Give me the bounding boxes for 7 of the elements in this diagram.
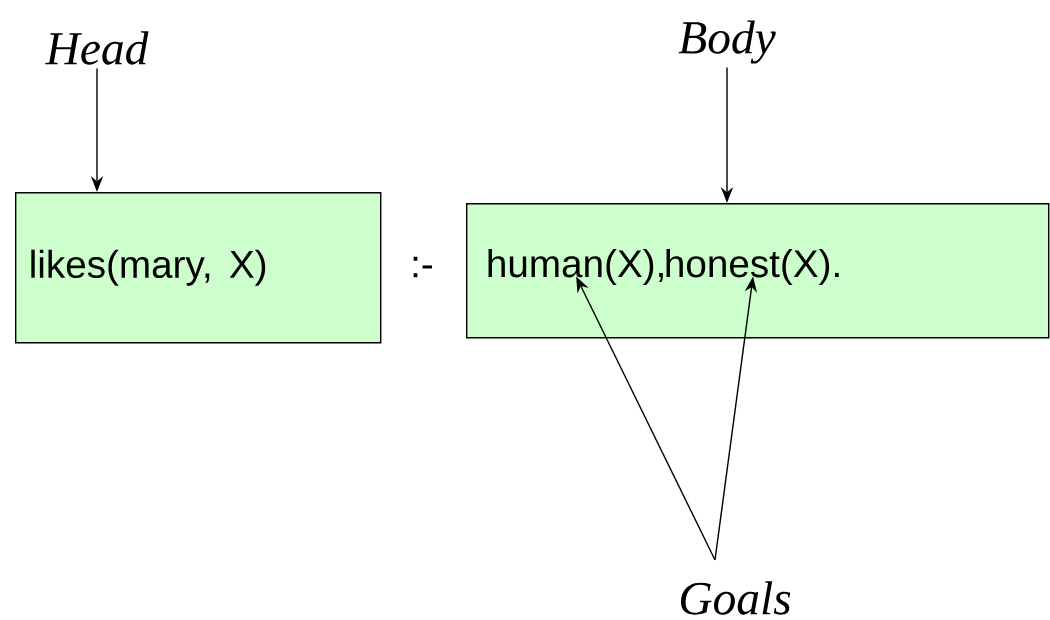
clause-text: honest(X). [666,249,839,285]
caption-text: Head [45,31,149,65]
clause-box: likes(mary, X) [15,192,382,344]
caption-text: Goals [680,581,791,615]
clause-box [466,203,1050,339]
caption-text: Body [678,20,776,64]
clause-text: human(X), [488,249,663,285]
